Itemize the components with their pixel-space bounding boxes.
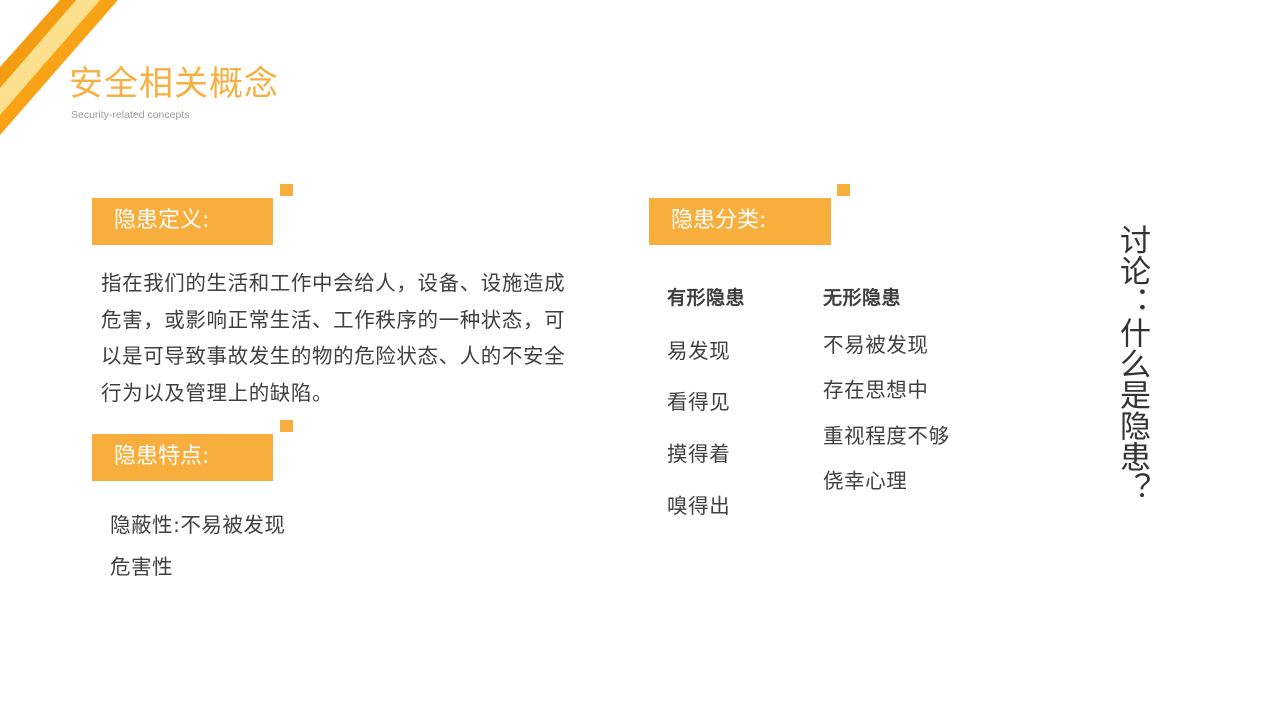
intangible-item: 不易被发现 [823,333,929,357]
definition-text: 指在我们的生活和工作中会给人，设备、设施造成危害，或影响正常生活、工作秩序的一种… [101,271,566,405]
classification-label: 隐患分类: [649,198,831,245]
tangible-heading: 有形隐患 [667,287,746,309]
tangible-item: 看得见 [667,390,731,414]
intangible-heading: 无形隐患 [823,287,902,309]
definition-label: 隐患定义: [92,198,273,245]
intangible-item: 重视程度不够 [823,424,950,448]
features-label: 隐患特点: [92,434,273,481]
feature-item: 隐蔽性:不易被发现 [110,513,286,537]
tangible-item: 摸得着 [667,442,731,466]
feature-item: 危害性 [110,555,173,579]
page-subtitle: Security-related concepts [71,109,190,121]
intangible-item: 存在思想中 [823,378,929,402]
page-title: 安全相关概念 [69,64,279,104]
definition-square-decoration [280,184,293,196]
features-square-decoration [280,420,293,432]
discussion-question: 讨论：什么是隐患？ [1114,224,1150,503]
tangible-item: 易发现 [667,339,731,363]
corner-stripes-decoration [0,0,118,135]
intangible-item: 侥幸心理 [823,469,908,493]
classification-square-decoration [837,184,850,196]
tangible-item: 嗅得出 [667,494,731,518]
